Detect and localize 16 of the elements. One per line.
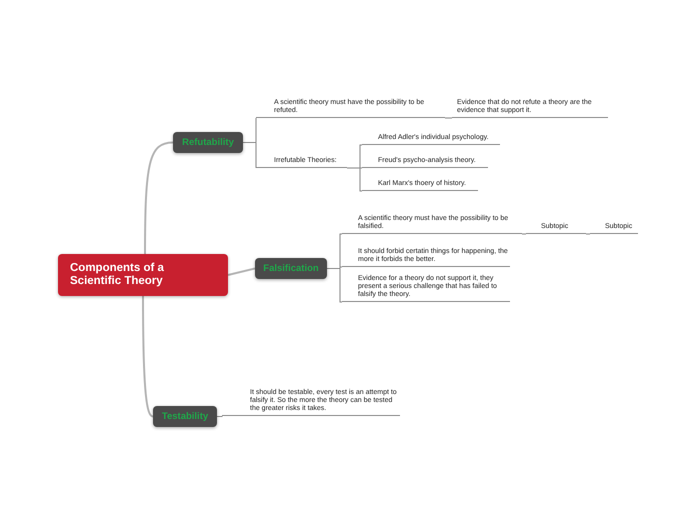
- connector-line: [144, 142, 174, 254]
- connector-line: [228, 268, 256, 276]
- connector-line: [142, 296, 154, 418]
- subtopic-underline: [342, 272, 510, 302]
- topic-box: Testability: [153, 406, 217, 427]
- connector-line: [216, 416, 222, 417]
- central-topic-box: Components of a Scientific Theory: [58, 254, 228, 296]
- connector-line: [346, 168, 362, 192]
- subtopic-underline: [222, 388, 400, 416]
- connector-line: [326, 268, 342, 302]
- topic-box: Refutability: [173, 132, 243, 153]
- connector-line: [242, 142, 256, 168]
- subtopic-underline: [342, 212, 522, 234]
- topic-box: Falsification: [255, 258, 327, 279]
- subtopic-underline: [452, 96, 608, 118]
- subtopic-underline: [256, 96, 445, 118]
